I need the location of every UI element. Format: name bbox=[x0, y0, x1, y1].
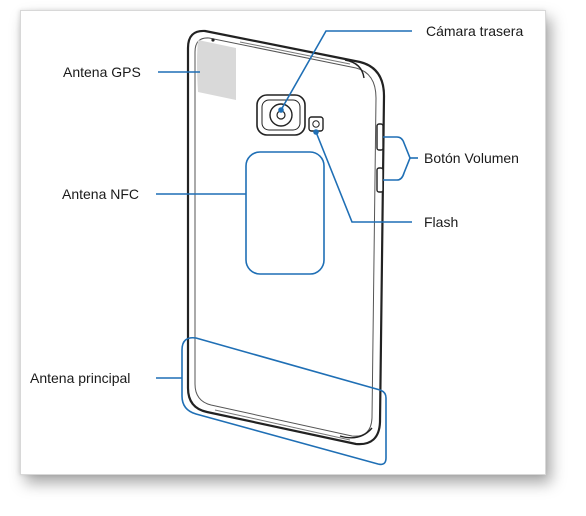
volume-keys bbox=[376, 123, 384, 193]
gps-antenna-label: Antena GPS bbox=[63, 64, 141, 80]
rear-camera bbox=[256, 94, 306, 136]
flash-unit bbox=[308, 116, 324, 132]
phone-body bbox=[186, 29, 386, 446]
main-antenna-area bbox=[181, 336, 387, 466]
main-antenna-label: Antena principal bbox=[30, 370, 131, 386]
volume-button-label: Botón Volumen bbox=[424, 150, 519, 166]
volume-callout-bracket bbox=[383, 136, 411, 181]
nfc-antenna-label: Antena NFC bbox=[62, 186, 140, 202]
nfc-antenna-area bbox=[245, 151, 325, 275]
rear-camera-callout-dot bbox=[278, 107, 284, 113]
flash-callout-dot bbox=[313, 129, 319, 135]
rear-camera-label: Cámara trasera bbox=[426, 23, 524, 39]
rear-camera-callout-line bbox=[280, 30, 412, 111]
flash-label: Flash bbox=[424, 214, 459, 230]
figure-frame bbox=[20, 10, 546, 475]
gps-antenna-area bbox=[197, 40, 236, 100]
flash-callout-line bbox=[315, 131, 412, 223]
